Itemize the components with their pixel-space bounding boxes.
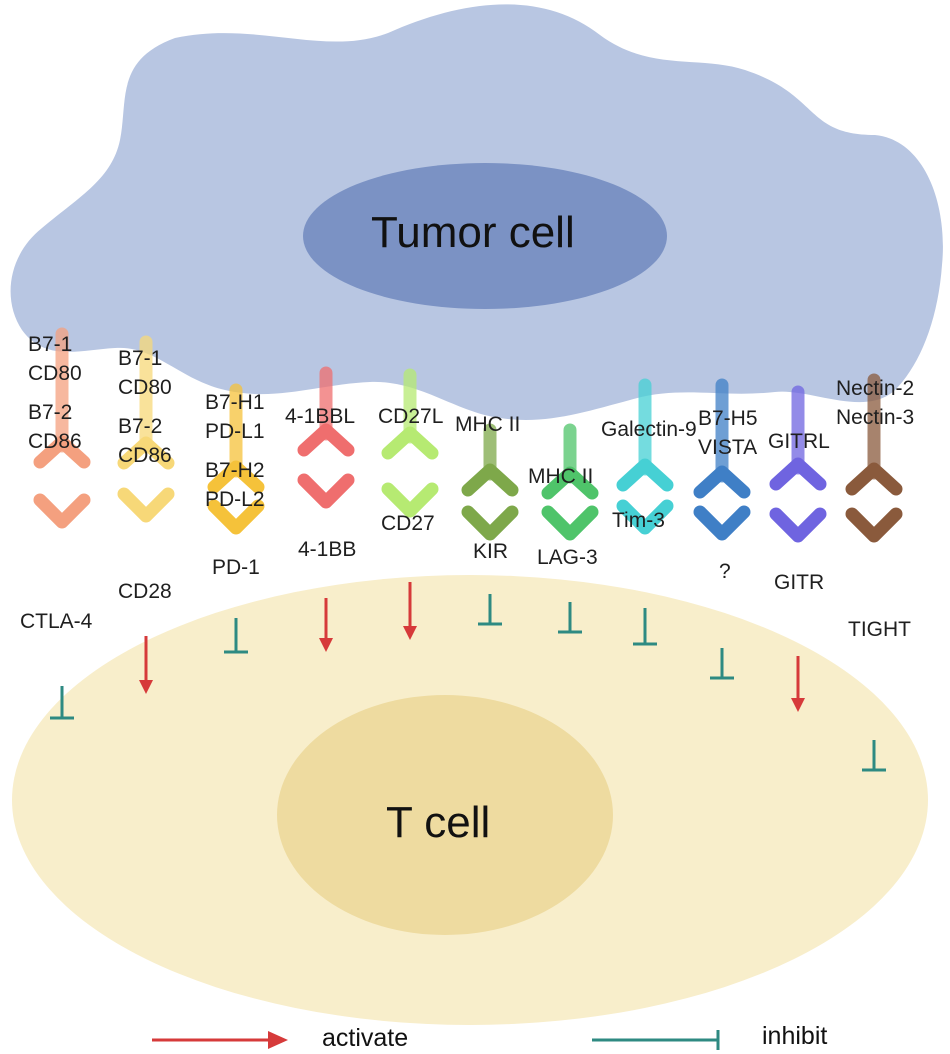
receptor-label-vista: ? xyxy=(719,560,731,583)
receptor-label-tight: TIGHT xyxy=(848,618,911,641)
legend-inhibit-symbol xyxy=(592,1030,720,1050)
ligand-label-gitr: GITRL xyxy=(768,430,830,453)
pair-tim3 xyxy=(616,378,674,646)
ligand-arms-ctla4 xyxy=(33,435,91,469)
pair-ctla4 xyxy=(33,327,91,720)
t-cell-label: T cell xyxy=(386,798,491,847)
receptor-label-ctla4: CTLA-4 xyxy=(20,610,93,633)
receptor-label-tim3: Tim-3 xyxy=(612,509,665,532)
ligand-arms-tim3 xyxy=(616,458,674,492)
ligand-label-tight: Nectin-2 xyxy=(836,377,915,400)
pair-gitr xyxy=(769,385,827,712)
ligand-arms-cd28 xyxy=(117,436,175,470)
activate-arrowhead-gitr xyxy=(791,698,805,712)
ligand-label-41bb: 4-1BBL xyxy=(285,405,356,428)
ligand-arms-lag3 xyxy=(541,466,599,500)
ligand-label-pd1: PD-L2 xyxy=(205,488,265,511)
ligand-label-cd28: B7-1 xyxy=(118,347,163,370)
receptor-label-cd27: CD27 xyxy=(381,512,435,535)
ligand-label-lag3: MHC II xyxy=(528,465,594,488)
activate-arrowhead-cd27 xyxy=(403,626,417,640)
ligand-arms-vista xyxy=(693,465,751,499)
ligand-label-pd1: PD-L1 xyxy=(205,420,265,443)
ligand-label-tight: Nectin-3 xyxy=(836,406,915,429)
ligand-arms-kir xyxy=(461,463,519,497)
ligand-label-pd1: B7-H1 xyxy=(205,391,265,414)
receptor-label-pd1: PD-1 xyxy=(212,556,260,579)
ligand-label-ctla4: CD86 xyxy=(28,430,82,453)
ligand-arms-pd1 xyxy=(207,460,265,494)
pair-41bb xyxy=(297,366,355,652)
t-cell-nucleus xyxy=(277,695,613,935)
ligand-arms-cd27 xyxy=(381,426,439,460)
pair-kir xyxy=(461,423,519,626)
receptor-label-kir: KIR xyxy=(473,540,509,563)
tumor-cell-label: Tumor cell xyxy=(371,208,575,257)
legend-inhibit-label: inhibit xyxy=(762,1022,828,1050)
receptor-label-lag3: LAG-3 xyxy=(537,546,598,569)
ligand-label-cd28: CD86 xyxy=(118,444,172,467)
ligand-arms-tight xyxy=(845,462,903,496)
pair-vista xyxy=(693,378,751,680)
ligand-label-ctla4: B7-1 xyxy=(28,333,73,356)
tumor-cell-nucleus xyxy=(303,163,667,309)
ligand-label-cd28: CD80 xyxy=(118,376,172,399)
ligand-arms-41bb xyxy=(297,423,355,457)
receptor-label-gitr: GITR xyxy=(774,571,825,594)
receptor-label-cd28: CD28 xyxy=(118,580,172,603)
ligand-receptor-pairs xyxy=(33,327,903,772)
ligand-label-cd28: B7-2 xyxy=(118,415,163,438)
legend-activate-label: activate xyxy=(322,1024,409,1052)
ligand-label-cd27: CD27L xyxy=(378,405,444,428)
pair-cd27 xyxy=(381,368,439,640)
pair-tight xyxy=(845,373,903,772)
ligand-label-kir: MHC II xyxy=(455,413,521,436)
ligand-label-ctla4: B7-2 xyxy=(28,401,73,424)
ligand-label-vista: VISTA xyxy=(698,436,758,459)
ligand-label-ctla4: CD80 xyxy=(28,362,82,385)
receptor-label-41bb: 4-1BB xyxy=(298,538,357,561)
legend-activate-arrow xyxy=(152,1031,288,1049)
activate-arrowhead-41bb xyxy=(319,638,333,652)
ligand-arms-gitr xyxy=(769,457,827,491)
ligand-label-pd1: B7-H2 xyxy=(205,459,265,482)
ligand-label-tim3: Galectin-9 xyxy=(601,418,697,441)
pair-cd28 xyxy=(117,335,175,694)
pair-pd1 xyxy=(207,383,265,654)
ligand-label-vista: B7-H5 xyxy=(698,407,758,430)
pair-lag3 xyxy=(541,423,599,634)
activate-arrowhead-cd28 xyxy=(139,680,153,694)
